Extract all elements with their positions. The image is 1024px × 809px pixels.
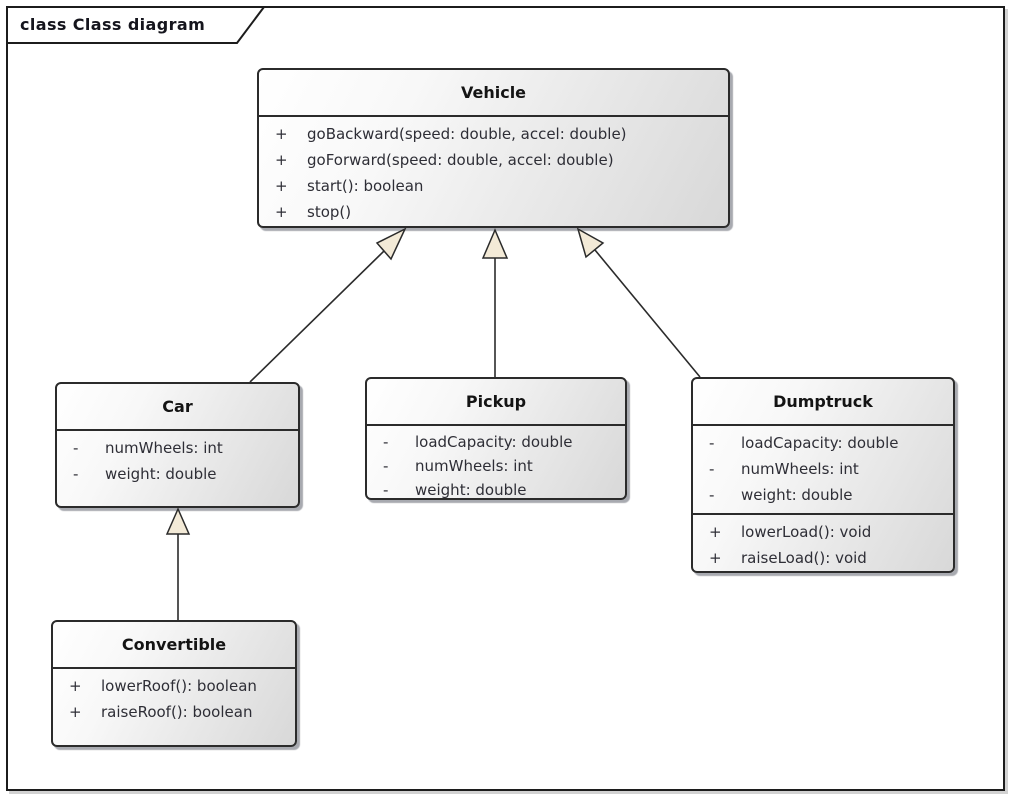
visibility-marker: - — [709, 460, 715, 478]
visibility-marker: + — [709, 523, 722, 541]
attributes-compartment: - loadCapacity: double - numWheels: int - wei… — [367, 424, 625, 499]
member-signature: lowerLoad(): void — [741, 523, 872, 541]
class-box-dumptruck: Dumptruck - loadCapacity: double - numWheel… — [691, 377, 955, 573]
member-signature: goForward(speed: double, accel: double) — [307, 151, 614, 169]
visibility-marker: + — [275, 125, 288, 143]
member-signature: raiseLoad(): void — [741, 549, 867, 567]
diagram-frame — [6, 6, 1005, 791]
member-row: + lowerLoad(): void — [693, 519, 953, 545]
class-box-car: Car - numWheels: int - weight: double — [55, 382, 300, 508]
visibility-marker: + — [275, 203, 288, 221]
member-row: - numWheels: int — [57, 435, 298, 461]
visibility-marker: + — [709, 549, 722, 567]
frame-tab-label: class Class diagram — [20, 15, 206, 34]
member-signature: loadCapacity: double — [741, 434, 899, 452]
visibility-marker: - — [383, 457, 389, 475]
member-row: + start(): boolean — [259, 173, 728, 199]
class-title: Vehicle — [460, 83, 527, 102]
attributes-compartment: - loadCapacity: double - numWheels: int - wei… — [693, 424, 953, 513]
member-signature: numWheels: int — [415, 457, 533, 475]
member-signature: weight: double — [741, 486, 853, 504]
visibility-marker: + — [69, 703, 82, 721]
visibility-marker: - — [73, 439, 79, 457]
member-row: + goForward(speed: double, accel: double) — [259, 147, 728, 173]
attributes-compartment: - numWheels: int - weight: double — [57, 429, 298, 487]
class-box-convertible: Convertible + lowerRoof(): boolean + raiseR… — [51, 620, 297, 747]
class-box-vehicle: Vehicle + goBackward(speed: double, accel… — [257, 68, 730, 228]
member-row: + goBackward(speed: double, accel: double… — [259, 121, 728, 147]
visibility-marker: + — [275, 177, 288, 195]
frame-tab-shape — [6, 6, 266, 44]
class-box-pickup: Pickup - loadCapacity: double - numWheels: … — [365, 377, 627, 500]
operations-compartment: + lowerLoad(): void + raiseLoad(): void — [693, 513, 953, 571]
member-row: + raiseRoof(): boolean — [53, 699, 295, 725]
member-row: + raiseLoad(): void — [693, 545, 953, 571]
member-signature: goBackward(speed: double, accel: double) — [307, 125, 627, 143]
visibility-marker: + — [69, 677, 82, 695]
visibility-marker: - — [383, 433, 389, 451]
class-title: Car — [162, 397, 193, 416]
member-row: + lowerRoof(): boolean — [53, 673, 295, 699]
visibility-marker: + — [275, 151, 288, 169]
member-signature: lowerRoof(): boolean — [101, 677, 257, 695]
frame-tab: class Class diagram — [6, 6, 268, 46]
member-signature: raiseRoof(): boolean — [101, 703, 253, 721]
member-row: - weight: double — [367, 478, 625, 499]
member-signature: numWheels: int — [105, 439, 223, 457]
class-title: Dumptruck — [773, 392, 873, 411]
member-row: - loadCapacity: double — [693, 430, 953, 456]
member-row: - loadCapacity: double — [367, 430, 625, 454]
member-row: - weight: double — [57, 461, 298, 487]
member-row: + stop() — [259, 199, 728, 225]
member-row: - numWheels: int — [367, 454, 625, 478]
member-signature: weight: double — [105, 465, 217, 483]
member-signature: start(): boolean — [307, 177, 424, 195]
member-signature: stop() — [307, 203, 352, 221]
class-title: Convertible — [121, 635, 227, 654]
visibility-marker: - — [709, 434, 715, 452]
operations-compartment: + goBackward(speed: double, accel: double… — [259, 115, 728, 225]
member-row: - weight: double — [693, 482, 953, 508]
visibility-marker: - — [73, 465, 79, 483]
member-signature: loadCapacity: double — [415, 433, 573, 451]
operations-compartment: + lowerRoof(): boolean + raiseRoof(): boole… — [53, 667, 295, 725]
visibility-marker: - — [383, 481, 389, 499]
member-row: - numWheels: int — [693, 456, 953, 482]
class-title: Pickup — [465, 392, 527, 411]
member-signature: weight: double — [415, 481, 527, 499]
member-signature: numWheels: int — [741, 460, 859, 478]
visibility-marker: - — [709, 486, 715, 504]
